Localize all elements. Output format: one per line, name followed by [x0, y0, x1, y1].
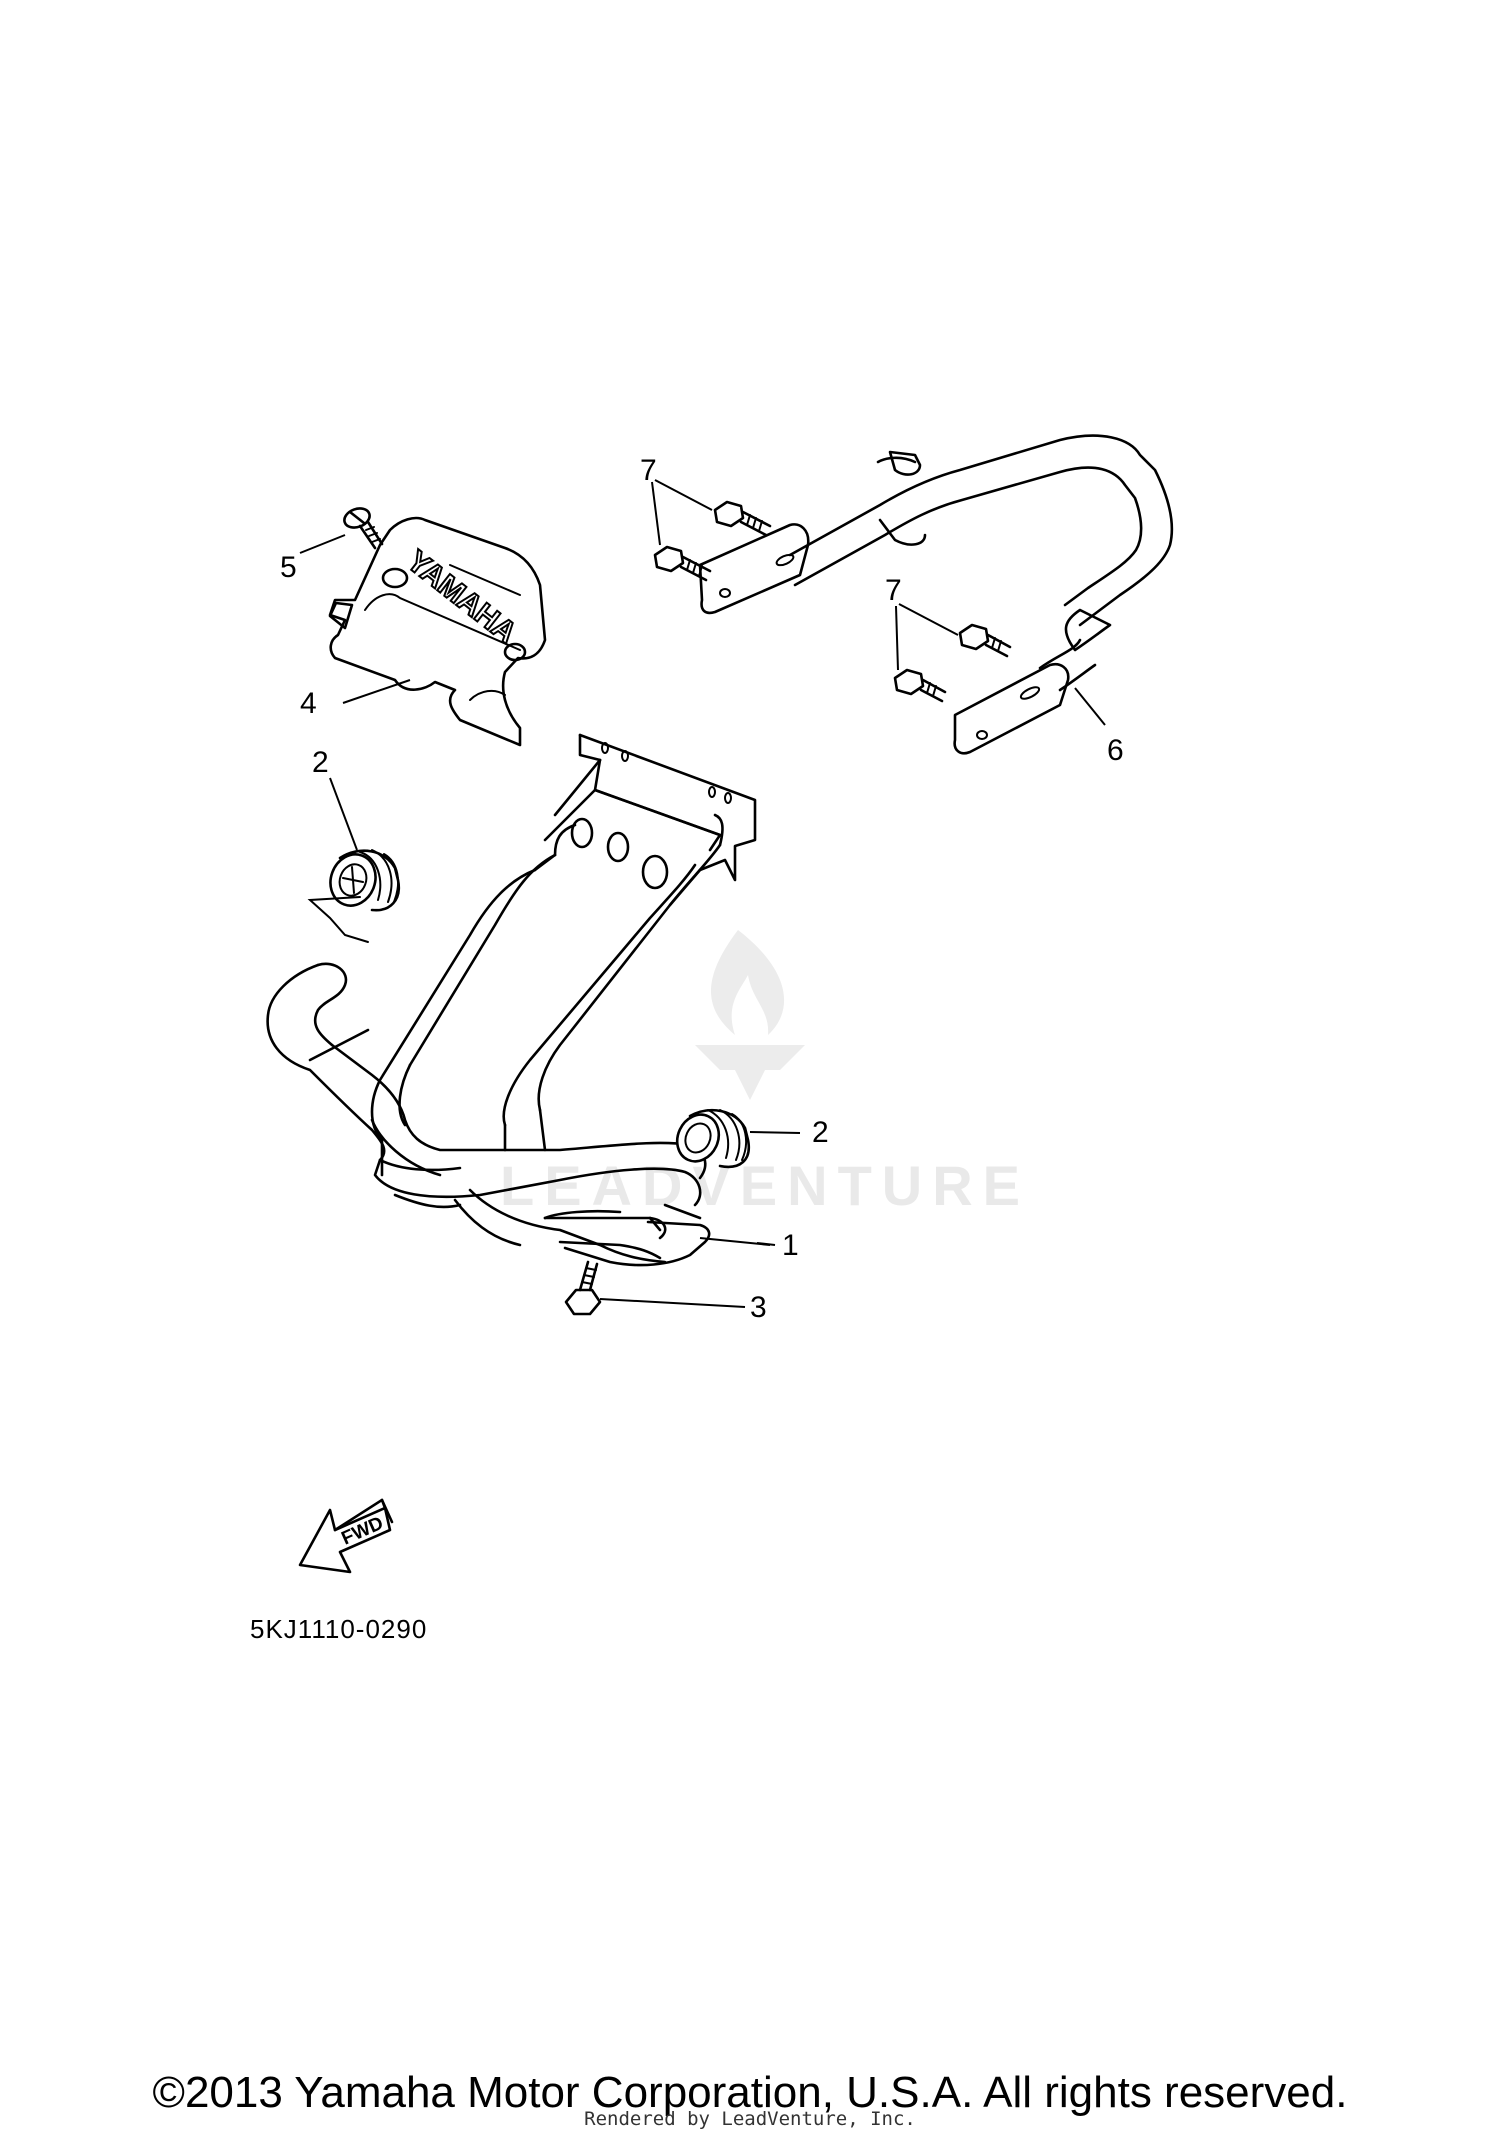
bolt-7-2	[653, 545, 712, 582]
leader-lines	[299, 479, 1106, 1308]
part-6-grab-bar	[698, 434, 1174, 755]
bolt-7-4	[893, 668, 947, 703]
callout-7-upper: 7	[640, 454, 657, 487]
callout-3: 3	[750, 1291, 767, 1324]
part-4-cover: YAMAHA	[328, 516, 547, 747]
callout-4: 4	[300, 687, 317, 720]
part-3-bolt	[564, 1260, 602, 1316]
callout-labels: 1 2 2 3 4 5 6 7 7	[280, 454, 1124, 1324]
part-code: 5KJ1110-0290	[250, 1614, 428, 1644]
part-2-damper-upper	[307, 849, 401, 943]
callout-5: 5	[280, 551, 297, 584]
callout-6: 6	[1107, 734, 1124, 767]
callout-2-lower: 2	[812, 1116, 829, 1149]
fwd-arrow-icon: FWD	[298, 1498, 394, 1574]
rendered-by-credit: Rendered by LeadVenture, Inc.	[584, 2108, 916, 2130]
part-2-damper-lower	[675, 1108, 751, 1169]
leadventure-watermark: LEADVENTURE	[500, 930, 1030, 1217]
part-1-guard	[266, 733, 757, 1267]
bolt-7-1	[713, 500, 772, 537]
part-7-bolts	[653, 500, 1012, 703]
copyright-notice: ©2013 Yamaha Motor Corporation, U.S.A. A…	[152, 2068, 1348, 2117]
watermark-text: LEADVENTURE	[500, 1154, 1030, 1217]
part-5-screw	[343, 507, 384, 550]
cover-logo: YAMAHA	[401, 545, 523, 650]
callout-1: 1	[782, 1229, 799, 1262]
bolt-7-3	[958, 623, 1012, 658]
callout-7-lower: 7	[885, 574, 902, 607]
callout-2-upper: 2	[312, 746, 329, 779]
